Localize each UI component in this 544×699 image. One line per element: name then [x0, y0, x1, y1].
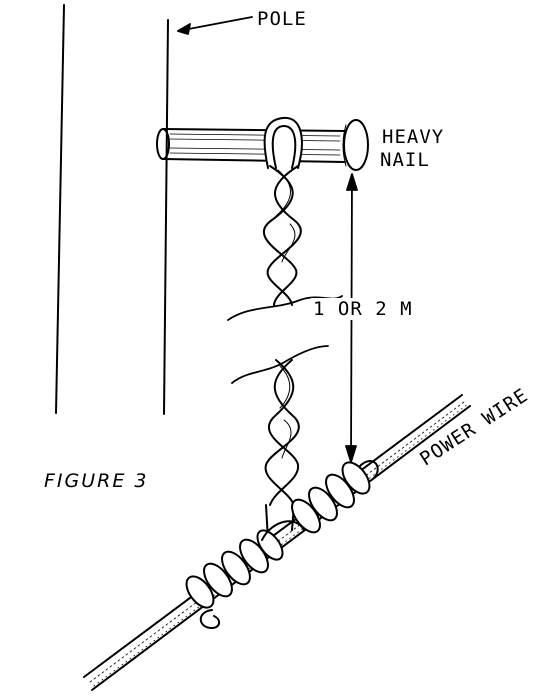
- distance-label: 1 OR 2 M: [311, 298, 415, 320]
- nail-label: NAIL: [380, 149, 430, 171]
- pole: [55, 4, 169, 415]
- pole-pointer-arrow: [177, 16, 253, 35]
- figure-caption: FIGURE 3: [44, 470, 149, 492]
- heavy-nail: [156, 119, 369, 171]
- upper-twisted-wire: [262, 165, 302, 306]
- wire-coil-wrap: [185, 460, 379, 629]
- pole-label: POLE: [257, 8, 307, 30]
- lower-twisted-wire: [264, 359, 300, 541]
- wire-loop: [263, 116, 303, 169]
- heavy-label: HEAVY: [382, 126, 445, 148]
